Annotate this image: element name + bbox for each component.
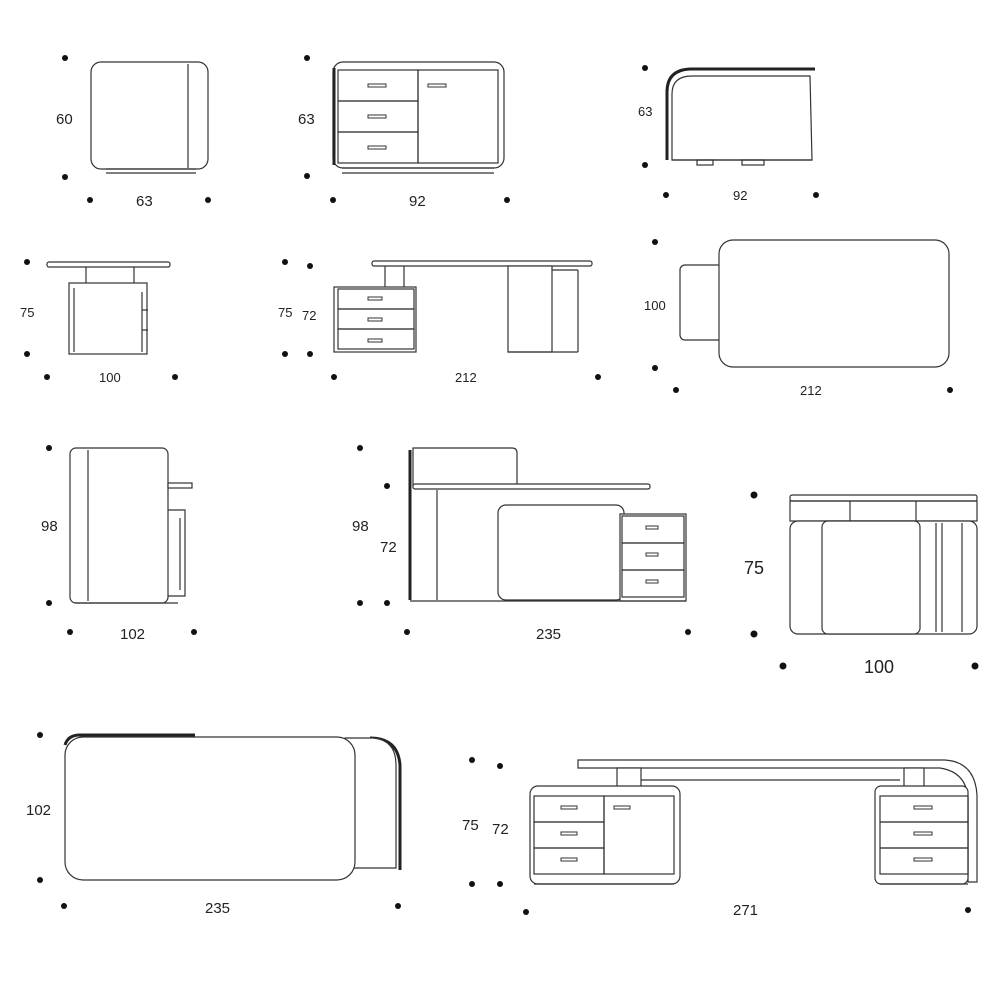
exec-desk-back-view xyxy=(789,494,978,635)
cabinet-drawers-view xyxy=(332,61,505,174)
cabinet-curved-height: 63 xyxy=(638,104,652,119)
desk-top-width: 212 xyxy=(800,383,822,398)
double-desk-width: 271 xyxy=(733,902,758,919)
dimension-dots xyxy=(469,757,971,915)
exec-desk-front-view xyxy=(408,447,687,602)
dimension-dots xyxy=(46,445,197,635)
desk-side-height: 75 xyxy=(20,305,34,320)
dimension-dots xyxy=(24,259,178,380)
dimension-dots xyxy=(357,445,691,635)
exec-desk-front-outer-height: 98 xyxy=(352,518,369,535)
desk-front-width: 212 xyxy=(455,370,477,385)
dimension-dots xyxy=(652,239,953,393)
dimension-dots xyxy=(37,732,401,909)
desk-top-view xyxy=(679,239,950,368)
cabinet-plain-view xyxy=(90,61,209,174)
cabinet-curved-view xyxy=(665,67,815,166)
double-pedestal-desk-view xyxy=(529,759,978,885)
desk-side-width: 100 xyxy=(99,370,121,385)
large-desk-top-view xyxy=(63,733,402,881)
exec-desk-front-inner-height: 72 xyxy=(380,539,397,556)
exec-desk-side-height: 98 xyxy=(41,518,58,535)
cabinet-drawers-width: 92 xyxy=(409,193,426,210)
dimension-dots xyxy=(304,55,510,203)
dimension-dots xyxy=(642,65,819,198)
exec-desk-front-width: 235 xyxy=(536,626,561,643)
cabinet-curved-width: 92 xyxy=(733,188,747,203)
large-desk-top-width: 235 xyxy=(205,900,230,917)
exec-desk-back-height: 75 xyxy=(744,558,764,578)
desk-side-view xyxy=(46,261,171,355)
double-desk-inner-height: 72 xyxy=(492,821,509,838)
cabinet-plain-height: 60 xyxy=(56,111,73,128)
desk-front-inner-height: 72 xyxy=(302,308,316,323)
large-desk-top-depth: 102 xyxy=(26,802,51,819)
exec-desk-side-view xyxy=(69,447,193,604)
exec-desk-side-width: 102 xyxy=(120,626,145,643)
dimension-dots xyxy=(750,491,979,670)
exec-desk-back-width: 100 xyxy=(864,657,894,677)
cabinet-plain-width: 63 xyxy=(136,193,153,210)
desk-front-outer-height: 75 xyxy=(278,305,292,320)
desk-top-depth: 100 xyxy=(644,298,666,313)
dimension-dots xyxy=(282,259,601,380)
double-desk-outer-height: 75 xyxy=(462,817,479,834)
cabinet-drawers-height: 63 xyxy=(298,111,315,128)
desk-front-view xyxy=(333,260,593,353)
dimension-dots xyxy=(62,55,211,203)
